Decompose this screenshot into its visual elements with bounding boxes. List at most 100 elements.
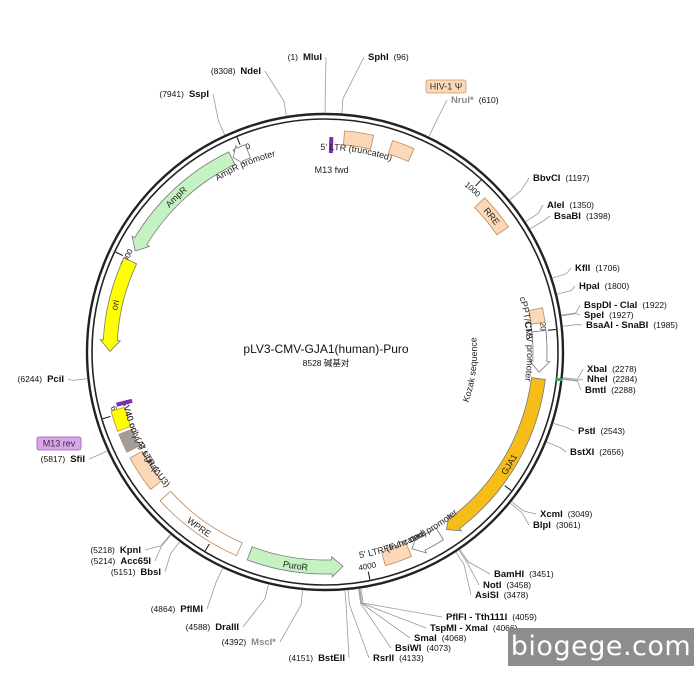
site-leader-sspi	[212, 93, 226, 136]
site-bsaai-snabi: BsaAI - SnaBI (1985)	[562, 320, 678, 331]
tick-7000	[115, 251, 124, 257]
tag-m13-rev: M13 rev	[36, 436, 82, 451]
site-position-sfii: (5817)	[41, 454, 66, 464]
site-position-bsabi: (1398)	[586, 211, 611, 221]
site-position-blpi: (3061)	[556, 520, 581, 530]
site-name-kpni: KpnI	[120, 545, 141, 556]
feature-label-kozak-sequence: Kozak sequence	[461, 337, 479, 404]
site-name-xcmi: XcmI	[540, 509, 563, 520]
site-leader-xcmi	[511, 501, 537, 515]
site-leader-spei	[561, 313, 581, 317]
watermark: biogege.com	[508, 628, 694, 666]
site-position-bsteii: (4151)	[288, 653, 313, 663]
site-name-bstxi: BstXI	[570, 447, 594, 458]
site-alei: AleI(1350)	[525, 200, 594, 223]
site-name-asisi: AsiSI	[475, 590, 499, 601]
site-name-bbvci: BbvCI	[533, 173, 560, 184]
backbone-outer-circle	[85, 112, 565, 592]
site-mlui: MluI(1)	[288, 52, 327, 114]
site-leader-bamhi	[459, 549, 491, 575]
site-leader-bsteii	[344, 590, 350, 659]
site-position-hpai: (1800)	[605, 281, 630, 291]
site-position-noti: (3458)	[506, 580, 531, 590]
site-acc65i: Acc65I (5214)	[91, 534, 172, 567]
site-position-psti: (2543)	[600, 426, 625, 436]
site-name-sphi: SphI	[368, 52, 389, 63]
site-leader-alei	[525, 204, 544, 223]
site-blpi: BlpI(3061)	[509, 502, 581, 531]
feature-label-cmv-promoter: CMV promoter	[523, 321, 535, 382]
site-name-psti: PstI	[578, 426, 595, 437]
site-pflfi-tth111i: PflFI - Tth111I(4059)	[360, 588, 537, 623]
tick-4000	[367, 571, 371, 580]
site-leader-kpni	[144, 534, 171, 551]
site-position-alei: (1350)	[569, 200, 594, 210]
site-leader-bsaai-snabi	[562, 324, 583, 327]
site-psti: PstI (2543)	[553, 422, 625, 437]
site-leader-pflfi-tth111i	[360, 588, 443, 618]
site-nhei: NheI(2284)	[562, 374, 637, 385]
site-smai: SmaI(4068)	[358, 588, 467, 644]
site-kpni: KpnI (5218)	[90, 534, 171, 556]
site-name-nrui: NruI*	[451, 95, 474, 106]
site-xbai: XbaI(2278)	[562, 364, 637, 380]
site-position-bsaai-snabi: (1985)	[653, 320, 678, 330]
site-position-rsrii: (4133)	[399, 653, 424, 663]
site-name-spei: SpeI	[584, 310, 604, 321]
feature-m13-fwd	[328, 137, 334, 154]
site-name-draiii: DraIII	[215, 622, 239, 633]
site-position-kpni: (5218)	[90, 545, 115, 555]
site-leader-bmti	[562, 379, 582, 391]
feature-ampr	[131, 151, 236, 252]
feature-wpre	[159, 490, 243, 557]
site-position-msci: (4392)	[222, 637, 247, 647]
site-name-bsteii: BstEII	[318, 653, 345, 664]
site-name-sspi: SspI	[189, 89, 209, 100]
site-leader-nrui	[428, 99, 448, 137]
site-bsteii: BstEII (4151)	[288, 590, 350, 664]
site-name-bmti: BmtI	[585, 385, 606, 396]
site-leader-bsiwi	[358, 588, 392, 649]
site-name-acc65i: Acc65I	[120, 556, 151, 567]
site-position-bamhi: (3451)	[529, 569, 554, 579]
site-position-draiii: (4588)	[186, 622, 211, 632]
tag-box-m13-rev	[36, 436, 82, 451]
feature-label-ori: ori	[109, 299, 121, 311]
tick-3000	[504, 485, 512, 491]
site-bspdi-clai: BspDI - ClaI(1922)	[561, 300, 667, 316]
backbone	[85, 112, 565, 592]
tick-6000	[102, 415, 111, 420]
site-position-smai: (4068)	[442, 633, 467, 643]
site-leader-asisi	[455, 551, 472, 596]
site-spei: SpeI(1927)	[561, 310, 634, 321]
backbone-inner-circle	[91, 118, 559, 586]
site-name-bspdi-clai: BspDI - ClaI	[584, 300, 637, 311]
feature-ampr-promoter	[232, 144, 251, 165]
feature-cmv-promoter	[528, 330, 551, 373]
site-position-bbvci: (1197)	[565, 173, 589, 183]
feature-gja1	[445, 377, 546, 532]
site-position-pcii: (6244)	[18, 374, 43, 384]
site-name-bsiwi: BsiWI	[395, 643, 421, 654]
site-position-pflfi-tth111i: (4059)	[512, 612, 537, 622]
site-kfli: KflI(1706)	[552, 263, 620, 279]
site-position-sphi: (96)	[394, 52, 409, 62]
site-leader-ndei	[264, 70, 287, 117]
site-name-mlui: MluI	[303, 52, 322, 63]
site-position-bsiwi: (4073)	[426, 643, 451, 653]
site-bbsi: BbsI(5151)	[111, 541, 181, 578]
site-bamhi: BamHI(3451)	[459, 549, 554, 580]
site-leader-bstxi	[546, 441, 567, 453]
site-name-bsaai-snabi: BsaAI - SnaBI	[586, 320, 648, 331]
site-position-acc65i: (5214)	[91, 556, 116, 566]
site-name-rsrii: RsrII	[373, 653, 394, 664]
site-name-sfii: SfiI	[70, 454, 85, 465]
feature-sv40-poly-a-signal	[118, 428, 140, 453]
feature-3-ltr-du3	[129, 450, 163, 490]
site-leader-nhei	[562, 378, 584, 381]
site-name-pcii: PciI	[47, 374, 64, 385]
site-bbvci: BbvCI (1197)	[509, 173, 590, 201]
site-name-ndei: NdeI	[240, 66, 261, 77]
